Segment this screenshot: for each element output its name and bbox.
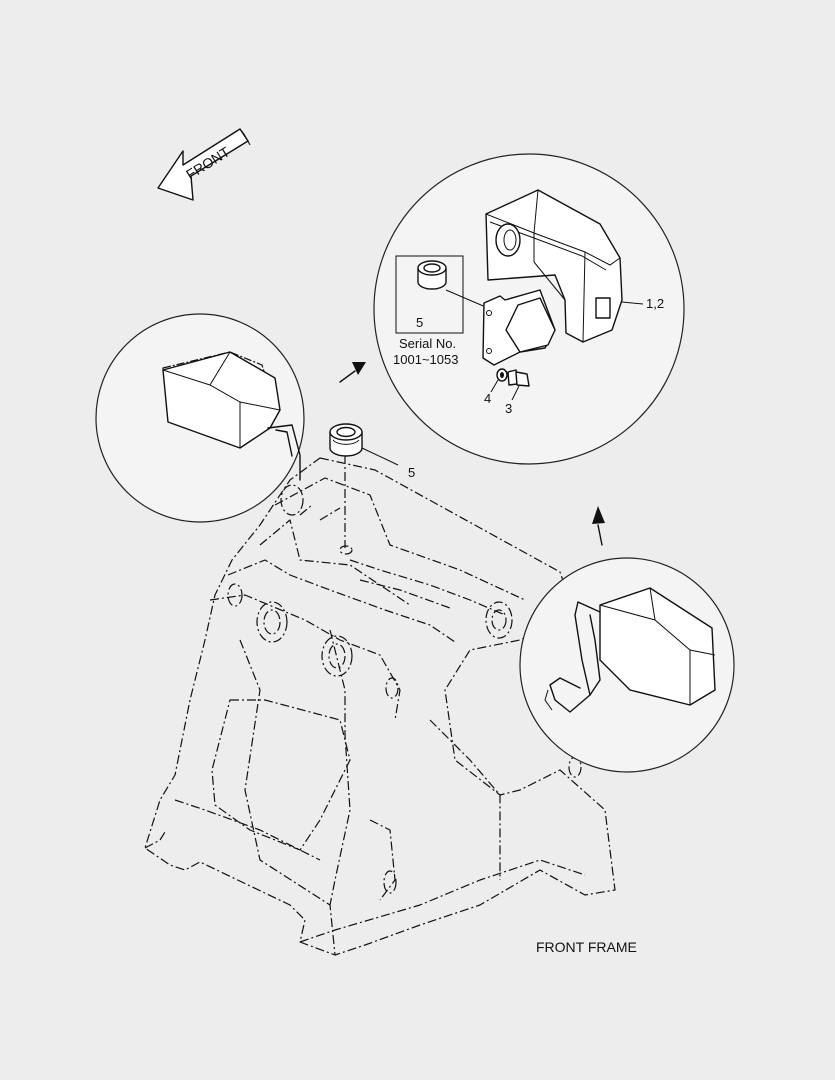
callout-washer-label: 4 [484,391,491,406]
upper-detail-circle: 5 Serial No. 1001~1053 1,2 4 3 [373,153,685,465]
callout-grommet-label: 5 [408,465,415,480]
callout-bolt-label: 3 [505,401,512,416]
serial-number-label: Serial No. [399,336,456,351]
left-detail-circle [95,313,305,523]
front-direction-arrow: FRONT [157,128,251,201]
serial-range-label: 1001~1053 [393,352,458,367]
detail-pointer-arrows [339,362,605,546]
frame-name-label: FRONT FRAME [536,939,637,955]
grommet-part: 5 [329,423,415,548]
serial-detail-item: 5 [416,315,423,330]
right-detail-circle [519,557,735,773]
serial-detail-box [395,255,464,334]
callout-cover-label: 1,2 [646,296,664,311]
